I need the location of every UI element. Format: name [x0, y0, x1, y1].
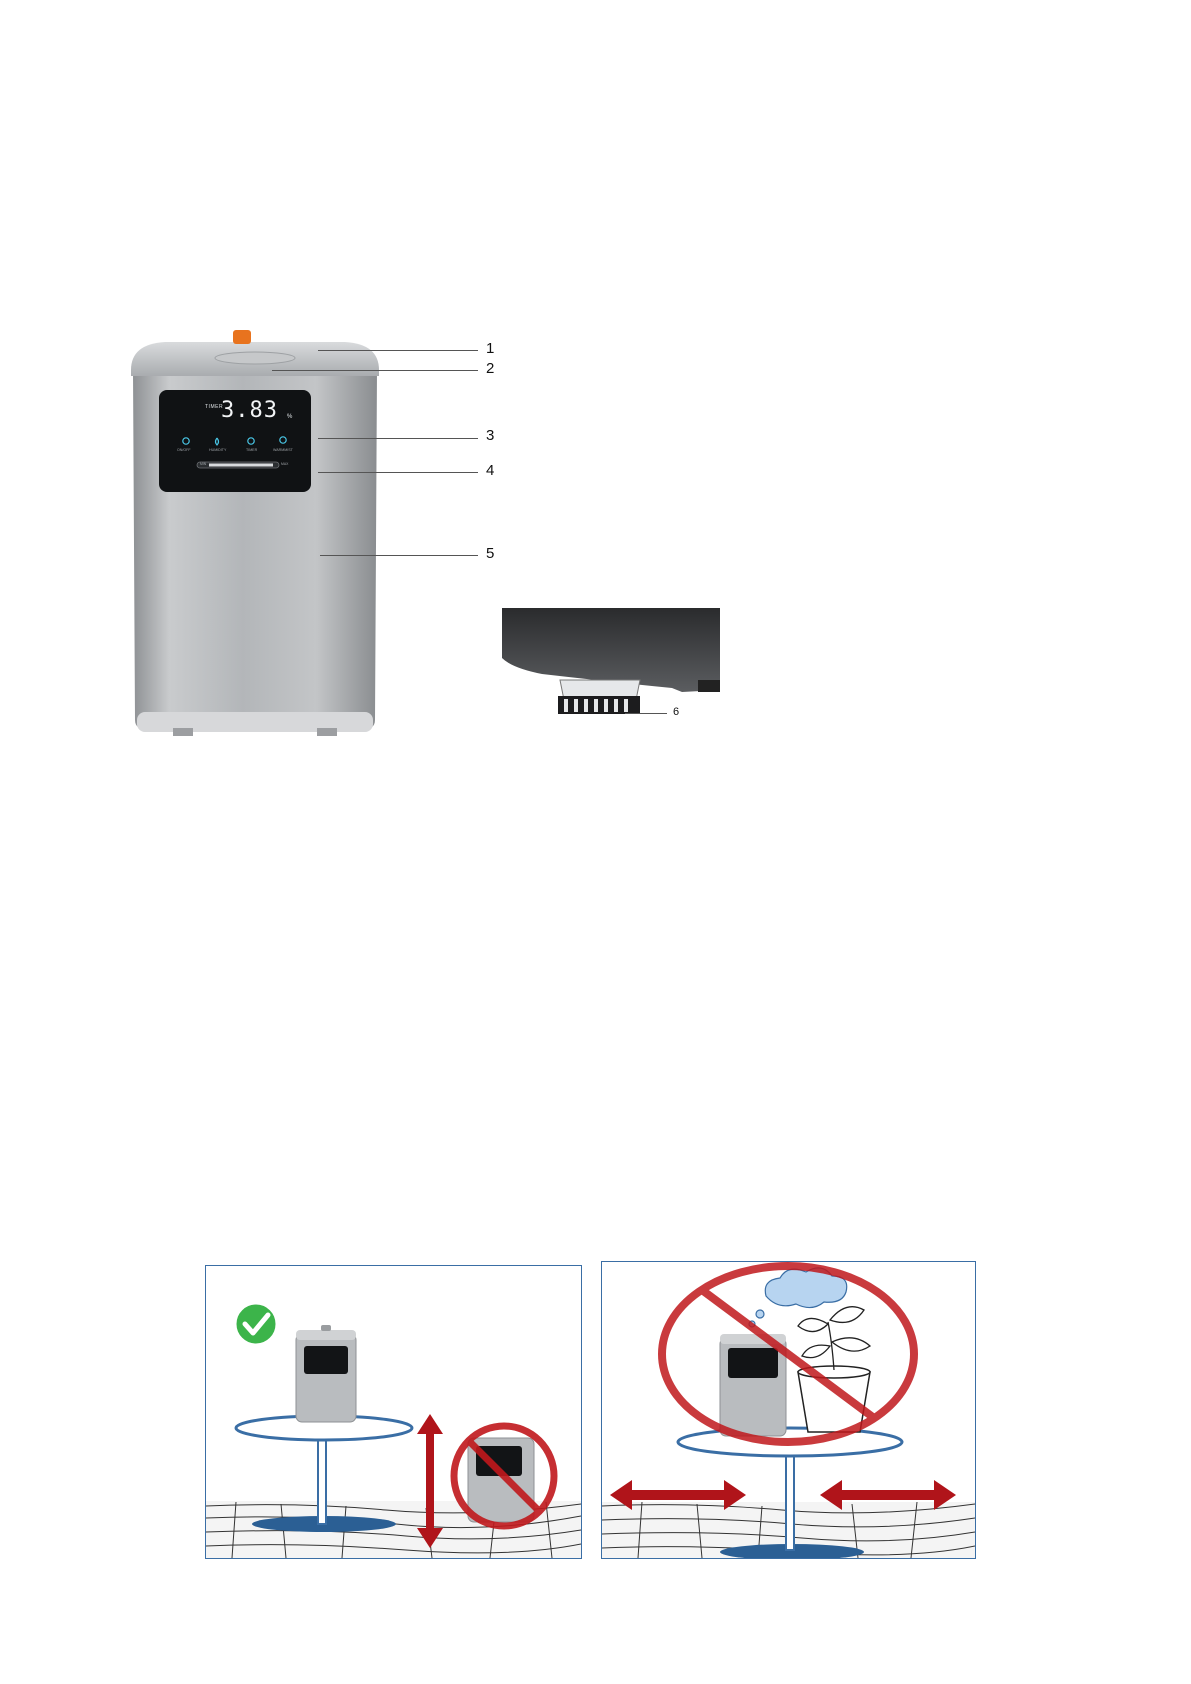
- callout-line-3: [318, 438, 478, 439]
- prohibited-icon-large: [658, 1262, 918, 1446]
- display-unit: %: [287, 414, 293, 420]
- filter-detail-image: [502, 608, 720, 718]
- slider-min-label: MIN: [200, 462, 207, 466]
- horizontal-arrow-icon: [610, 1480, 956, 1510]
- callout-6: 6: [673, 706, 680, 718]
- display-timer-label: TIMER: [205, 404, 224, 410]
- callout-3: 3: [486, 427, 495, 444]
- callout-line-1: [318, 350, 478, 351]
- callout-line-4: [318, 472, 478, 473]
- button-label-onoff: ON/OFF: [177, 448, 191, 452]
- button-label-warmmist: WARMMIST: [273, 448, 293, 452]
- callout-line-2: [272, 370, 478, 371]
- slider-max-label: MAX: [281, 462, 289, 466]
- prohibited-icon: [450, 1422, 558, 1530]
- callout-line-6: [625, 713, 667, 714]
- button-label-timer: TIMER: [246, 448, 258, 452]
- humidifier-illustration: TIMER 3.83 % ON/OFF HUMIDITY TIMER WARMM…: [125, 330, 385, 740]
- button-label-humidity: HUMIDITY: [209, 448, 227, 452]
- placement-panel-incorrect: [601, 1261, 976, 1559]
- display-reading: 3.83: [221, 398, 278, 423]
- callout-4: 4: [486, 462, 495, 479]
- callout-2: 2: [486, 360, 495, 377]
- callout-line-5: [320, 555, 478, 556]
- callout-1: 1: [486, 340, 495, 357]
- check-icon: [233, 1301, 279, 1347]
- callout-5: 5: [486, 545, 495, 562]
- placement-panel-correct: [205, 1265, 582, 1559]
- vertical-arrow-icon: [417, 1414, 443, 1548]
